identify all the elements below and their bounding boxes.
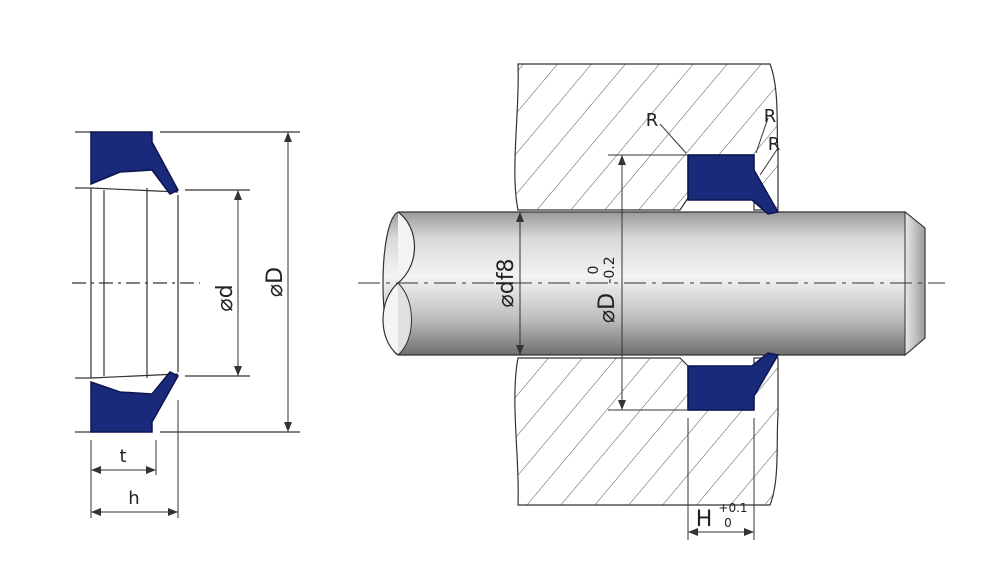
right-dimensions bbox=[519, 117, 779, 540]
dim-D-label: ⌀D bbox=[263, 267, 288, 297]
groove-diameter-label: ⌀D 0 -0.2 bbox=[586, 256, 620, 323]
groove-seal-lower bbox=[687, 352, 780, 411]
radius-label-3: R bbox=[768, 134, 781, 155]
width-tol-lower: 0 bbox=[724, 516, 732, 530]
left-dimensions bbox=[90, 132, 289, 518]
width-tol-upper: +0.1 bbox=[718, 501, 747, 515]
left-arrowheads bbox=[91, 132, 292, 516]
groove-tol-upper: 0 bbox=[586, 266, 602, 275]
width-dim-main: H bbox=[696, 507, 713, 532]
groove-tol-lower: -0.2 bbox=[602, 256, 618, 283]
dim-t-label: t bbox=[119, 446, 126, 467]
groove-seal-upper bbox=[687, 154, 780, 215]
dim-d-label: ⌀d bbox=[213, 284, 238, 311]
groove-width-label: H +0.1 0 bbox=[696, 501, 748, 532]
groove-dim-main: ⌀D bbox=[595, 293, 620, 323]
seal-upper-profile bbox=[90, 131, 180, 195]
radius-label-2: R bbox=[764, 106, 777, 127]
right-arrowheads bbox=[516, 155, 754, 536]
seal-inner-outline bbox=[90, 188, 179, 378]
radius-label-1: R bbox=[646, 110, 659, 131]
rod-diameter-label: ⌀df8 bbox=[494, 259, 519, 308]
dim-h-label: h bbox=[128, 488, 139, 509]
left-seal-section bbox=[72, 131, 300, 433]
seal-lower-profile bbox=[90, 371, 180, 433]
